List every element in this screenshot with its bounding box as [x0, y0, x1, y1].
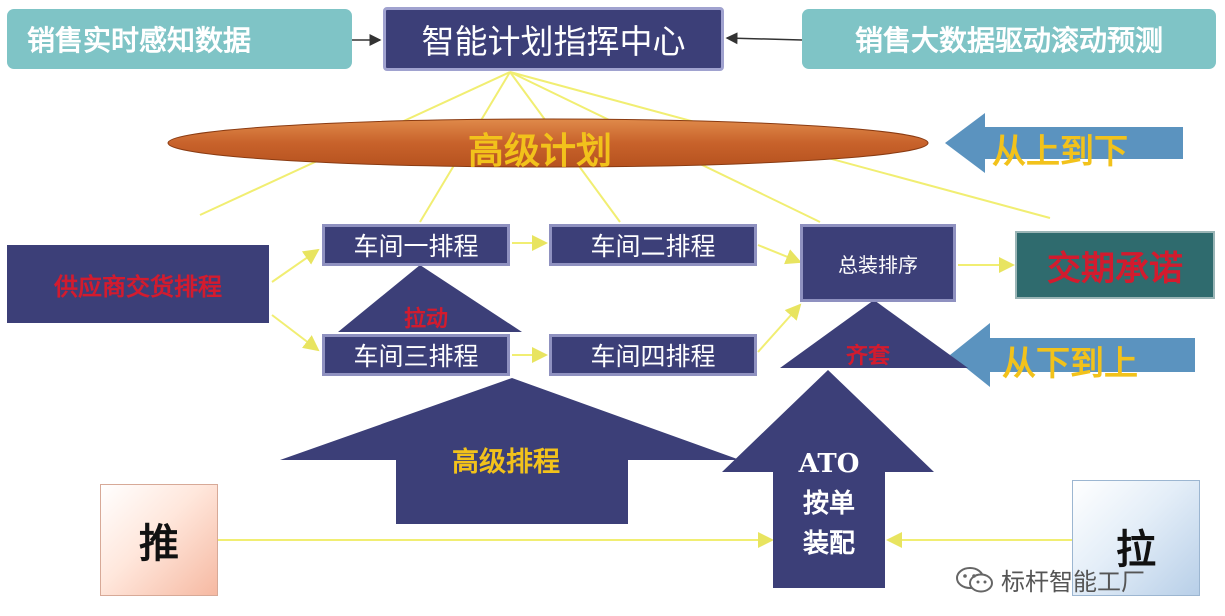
supplier-schedule-box: 供应商交货排程 — [7, 245, 269, 323]
push-label: 推 — [139, 520, 179, 567]
sales-forecast-box: 销售大数据驱动滚动预测 — [802, 9, 1216, 69]
workshop-3-box: 车间三排程 — [322, 334, 510, 376]
top-down-arrow — [945, 113, 1183, 173]
bottom-up-label: 从下到上 — [1002, 344, 1138, 384]
sales-forecast-label: 销售大数据驱动滚动预测 — [854, 24, 1163, 57]
advanced-planning-label: 高级计划 — [468, 131, 613, 172]
sales-realtime-data-label: 销售实时感知数据 — [27, 24, 252, 57]
command-center-label: 智能计划指挥中心 — [421, 22, 686, 61]
assembly-sequence-label: 总装排序 — [838, 252, 918, 277]
arrow-right-source — [725, 32, 803, 45]
pull-label-char: 拉 — [1116, 526, 1156, 573]
workshop-2-label: 车间二排程 — [590, 232, 716, 261]
kit-triangle — [780, 300, 968, 368]
workshop-3-label: 车间三排程 — [353, 342, 479, 371]
workshop-4-label: 车间四排程 — [590, 342, 716, 371]
advanced-planning-ellipse — [167, 118, 929, 168]
advanced-scheduling-label: 高级排程 — [452, 447, 560, 478]
flow-connectors — [218, 235, 1072, 548]
watermark-text: 标杆智能工厂 — [1001, 568, 1145, 596]
ato-arrow — [722, 370, 934, 588]
pull-triangle — [338, 265, 522, 332]
workshop-2-box: 车间二排程 — [549, 224, 757, 266]
ato-line-3: 装配 — [802, 529, 855, 559]
workshop-1-box: 车间一排程 — [322, 224, 510, 266]
wechat-icon — [956, 566, 993, 592]
delivery-promise-label: 交期承诺 — [1047, 248, 1183, 289]
pull-label: 拉动 — [404, 307, 449, 332]
sales-realtime-data-box: 销售实时感知数据 — [7, 9, 352, 69]
top-down-label: 从上到下 — [992, 132, 1128, 172]
bottom-up-arrow — [950, 323, 1195, 387]
advanced-scheduling-arrow — [280, 378, 740, 524]
assembly-sequence-box: 总装排序 — [800, 224, 956, 302]
pull-box: 拉 — [1072, 480, 1200, 596]
ato-line-1: ATO — [798, 449, 860, 479]
push-box: 推 — [100, 484, 218, 596]
watermark: 标杆智能工厂 — [955, 562, 1145, 597]
delivery-promise-box: 交期承诺 — [1015, 231, 1215, 299]
ato-label: ATO 按单 装配 — [773, 444, 885, 564]
ato-line-2: 按单 — [802, 489, 855, 519]
workshop-4-box: 车间四排程 — [549, 334, 757, 376]
kit-label: 齐套 — [846, 344, 891, 369]
workshop-1-label: 车间一排程 — [353, 232, 479, 261]
command-center-box: 智能计划指挥中心 — [383, 7, 724, 71]
supplier-schedule-label: 供应商交货排程 — [54, 272, 222, 301]
